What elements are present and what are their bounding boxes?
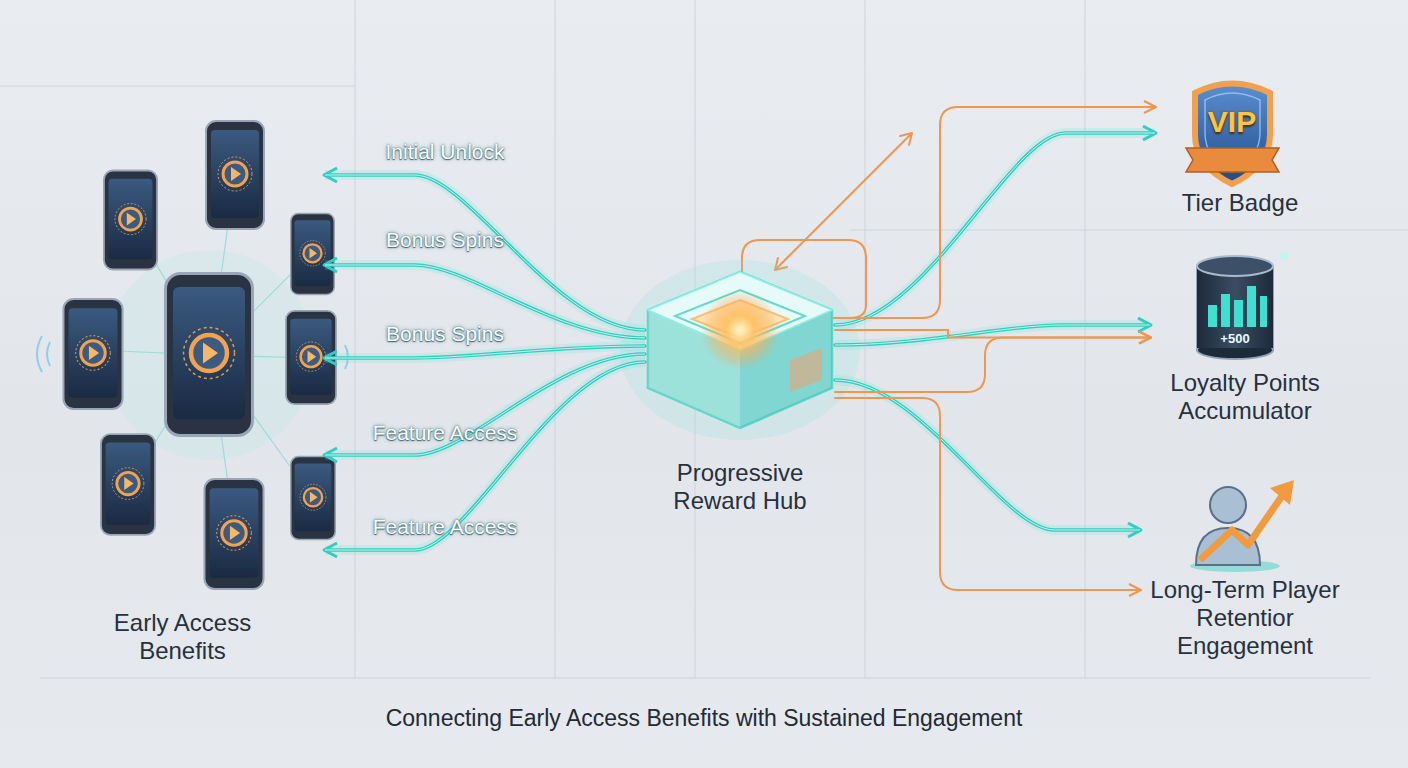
connector-highlight xyxy=(325,362,645,550)
badge-node: Tier Badge xyxy=(1155,72,1325,217)
orange-connector xyxy=(835,338,1150,393)
badge-text: VIP xyxy=(1208,105,1256,139)
device-cluster-node: Early Access Benefits xyxy=(40,105,325,665)
connector-glow xyxy=(325,354,645,455)
phone-icon xyxy=(206,121,264,229)
orange-connector xyxy=(835,107,1155,318)
edge-label: Bonus Spins xyxy=(386,322,504,346)
node-label: Progressive Reward Hub xyxy=(645,459,835,515)
connector-glow xyxy=(325,362,645,550)
teal-connector xyxy=(325,346,645,358)
vip-shield-icon xyxy=(1186,84,1279,185)
diagram-caption: Connecting Early Access Benefits with Su… xyxy=(0,705,1408,732)
grid-lines xyxy=(0,0,1408,678)
connector-highlight xyxy=(325,175,645,330)
phone-icon xyxy=(101,434,155,535)
teal-connector xyxy=(835,380,1140,530)
phone-icon xyxy=(166,274,253,436)
node-label: Long-Term Player Retentior Engagement xyxy=(1150,576,1340,660)
growth-person-icon xyxy=(1190,480,1294,572)
edge-label: Bonus Spins xyxy=(386,228,504,252)
connector-glow xyxy=(835,380,1140,530)
connector-highlight xyxy=(835,380,1140,530)
connector-highlight xyxy=(835,133,1155,325)
hub-node: Progressive Reward Hub xyxy=(645,270,835,515)
orange-connector xyxy=(835,398,1140,590)
teal-connector xyxy=(835,133,1155,325)
phone-icon xyxy=(291,457,335,540)
edge-label: Feature Access xyxy=(373,515,518,539)
phone-icon xyxy=(104,171,157,270)
connector-glow xyxy=(835,325,1150,345)
edge-label: Initial Unlock xyxy=(385,140,504,164)
hub-cube xyxy=(620,260,860,440)
node-label: Loyalty Points Accumulator xyxy=(1150,369,1340,425)
connector-highlight xyxy=(835,325,1150,345)
connector-glow xyxy=(325,346,645,358)
teal-connector xyxy=(325,354,645,455)
phone-icon xyxy=(204,479,263,589)
phone-cluster xyxy=(37,121,348,589)
node-label: Tier Badge xyxy=(1182,189,1299,217)
teal-connector xyxy=(835,325,1150,345)
connector-highlight xyxy=(325,346,645,358)
phone-icon xyxy=(63,299,122,409)
phone-icon xyxy=(291,214,335,295)
connector-glow xyxy=(835,133,1155,325)
connector-glow xyxy=(325,175,645,330)
teal-connector xyxy=(325,362,645,550)
connector-highlight xyxy=(325,354,645,455)
edge-label: Feature Access xyxy=(373,421,518,445)
node-label: Early Access Benefits xyxy=(88,609,278,665)
retention-node: Long-Term Player Retentior Engagement xyxy=(1140,470,1350,660)
teal-connector xyxy=(325,175,645,330)
points-cylinder-icon xyxy=(1197,252,1288,359)
points-value: +500 xyxy=(1220,331,1249,346)
orange-connector xyxy=(835,330,1150,338)
